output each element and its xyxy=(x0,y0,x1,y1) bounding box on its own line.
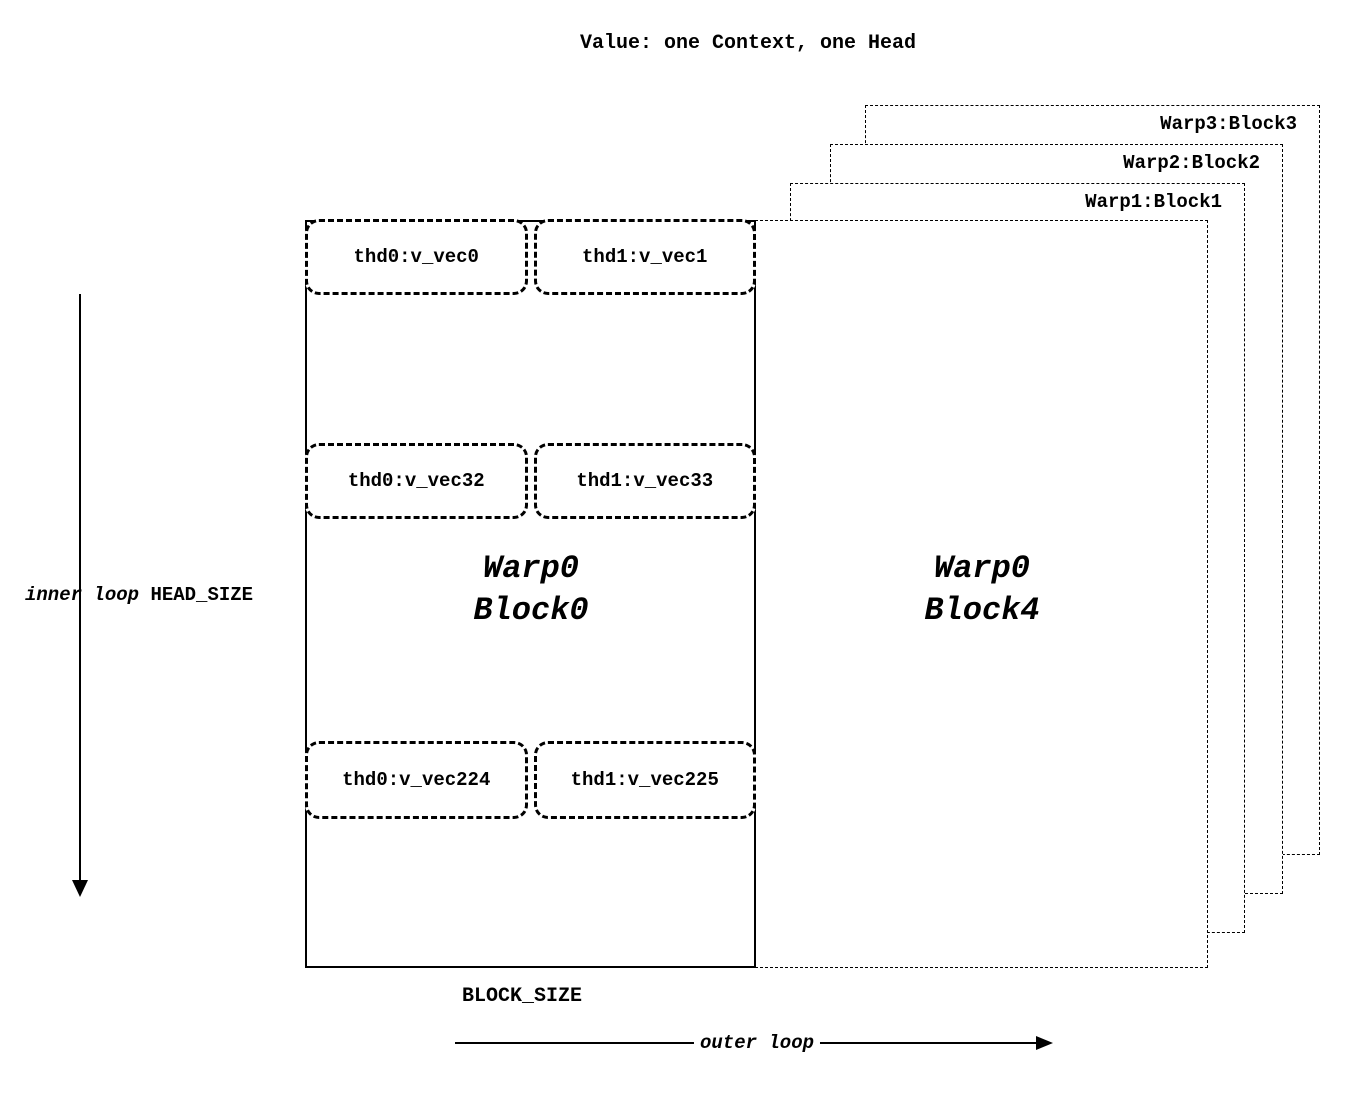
block-warp0-block4-title: Warp0 Block4 xyxy=(924,548,1039,632)
inner-loop-text: inner loop xyxy=(25,584,140,606)
block-warp0-block4 xyxy=(755,220,1208,968)
head-size-text: HEAD_SIZE xyxy=(150,584,254,606)
vec-box-thd1-v-vec225: thd1:v_vec225 xyxy=(533,741,756,819)
block4-block-line: Block4 xyxy=(924,592,1040,629)
vec-box-thd0-v-vec0: thd0:v_vec0 xyxy=(305,219,528,295)
block0-block-line: Block0 xyxy=(473,592,589,629)
block-warp1-block1-label: Warp1:Block1 xyxy=(1085,191,1222,213)
vec-row-1: thd0:v_vec32 thd1:v_vec33 xyxy=(305,443,756,519)
inner-loop-arrow-line xyxy=(79,294,81,882)
block-warp0-block0 xyxy=(305,220,756,968)
block-warp0-block0-title: Warp0 Block0 xyxy=(473,548,588,632)
vec-box-thd1-v-vec1: thd1:v_vec1 xyxy=(533,219,756,295)
block-warp2-block2-label: Warp2:Block2 xyxy=(1123,152,1260,174)
outer-loop-arrow-head-icon xyxy=(1036,1036,1053,1050)
inner-loop-label: inner loop HEAD_SIZE xyxy=(25,584,253,606)
block-size-label: BLOCK_SIZE xyxy=(461,985,583,1008)
vec-row-2: thd0:v_vec224 thd1:v_vec225 xyxy=(305,741,756,819)
block4-warp-line: Warp0 xyxy=(933,550,1030,587)
vec-box-thd1-v-vec33: thd1:v_vec33 xyxy=(533,443,756,519)
outer-loop-label: outer loop xyxy=(693,1032,821,1054)
vec-row-0: thd0:v_vec0 thd1:v_vec1 xyxy=(305,219,756,295)
vec-box-thd0-v-vec32: thd0:v_vec32 xyxy=(305,443,528,519)
block0-warp-line: Warp0 xyxy=(482,550,579,587)
diagram-title: Value: one Context, one Head xyxy=(579,32,917,55)
vec-box-thd0-v-vec224: thd0:v_vec224 xyxy=(305,741,528,819)
inner-loop-arrow-head-icon xyxy=(72,880,88,897)
block-warp3-block3-label: Warp3:Block3 xyxy=(1160,113,1297,135)
